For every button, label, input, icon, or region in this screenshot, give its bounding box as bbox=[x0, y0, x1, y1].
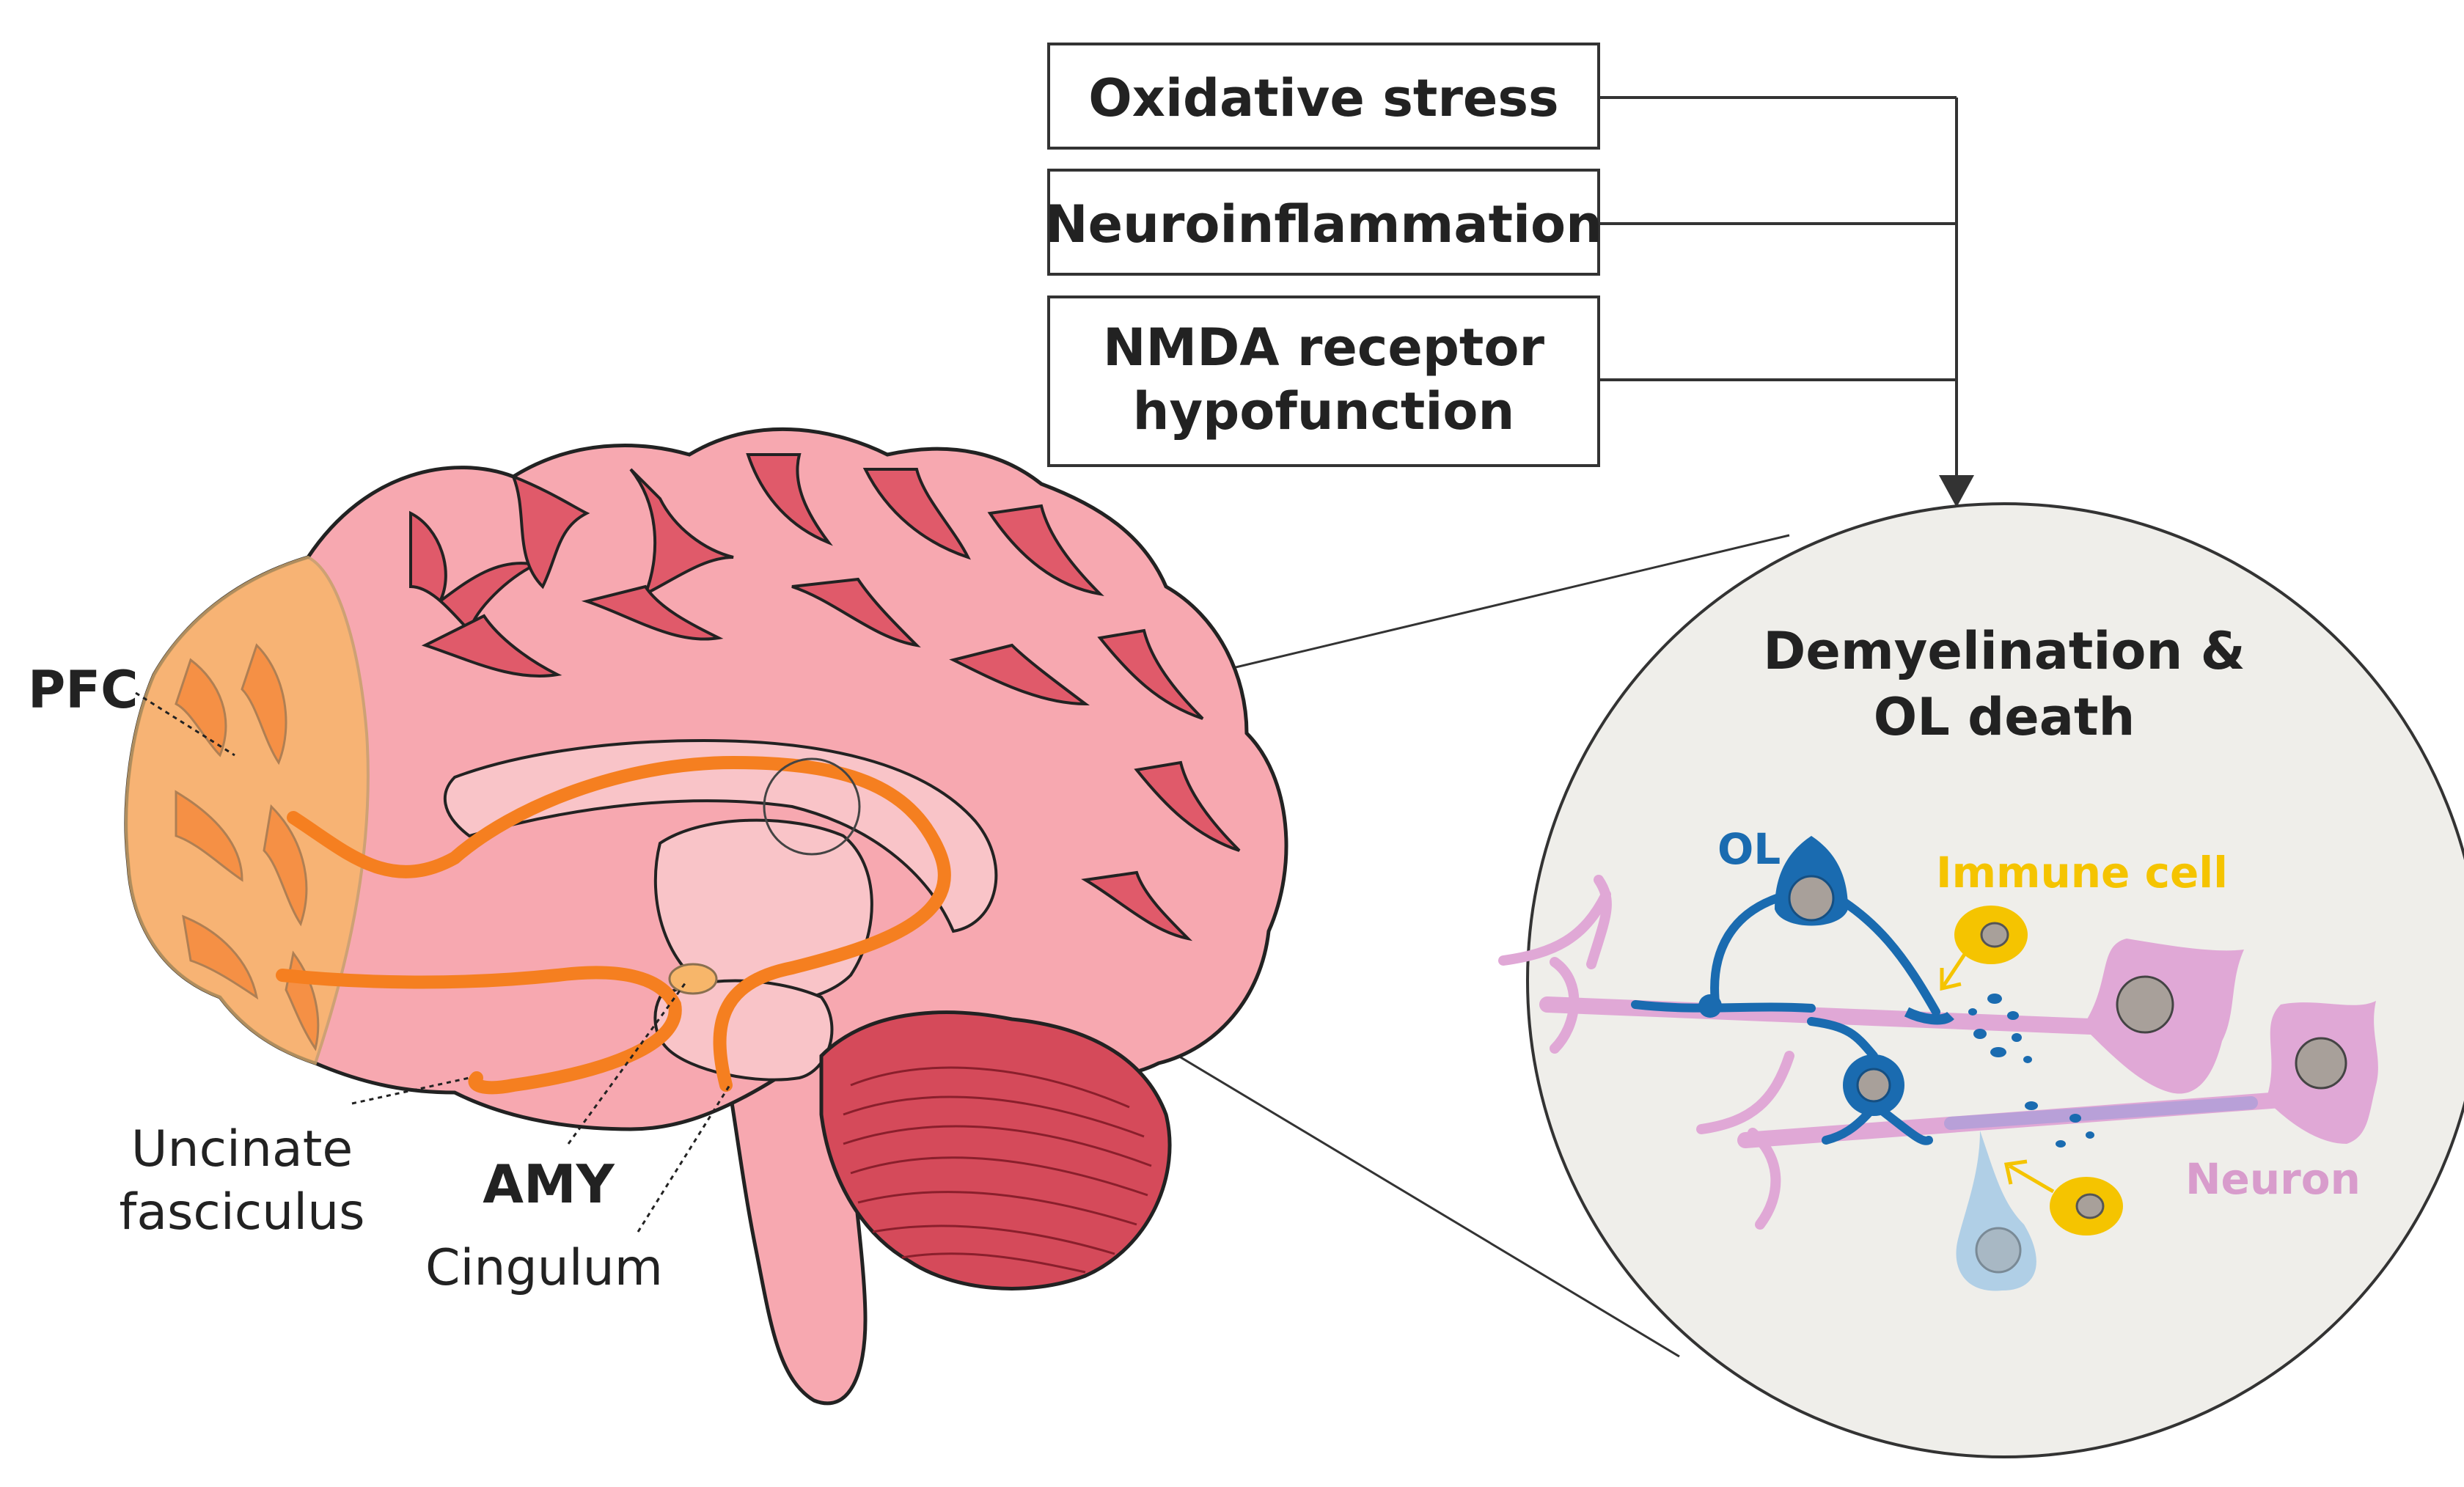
immune-cell-lower bbox=[2003, 1159, 2123, 1236]
immune-cell-upper bbox=[1940, 906, 2028, 991]
neuroinflammation-label: Neuroinflammation bbox=[1045, 194, 1602, 254]
arrow-icon bbox=[1940, 968, 1962, 991]
ol-cell-upper bbox=[1631, 836, 1954, 1025]
brain bbox=[124, 427, 1288, 1406]
immune-cell-label: Immune cell bbox=[1936, 848, 2228, 897]
myelin-debris bbox=[1968, 994, 2094, 1148]
uncinate-label-line1: Uncinate bbox=[131, 1120, 353, 1178]
arrow-head-down-icon bbox=[1939, 475, 1974, 507]
pfc-label: PFC bbox=[28, 660, 139, 720]
neuron-nucleus-lower bbox=[2295, 1037, 2347, 1090]
neuron-label: Neuron bbox=[2185, 1154, 2361, 1204]
demyelinated-axon-segment bbox=[1944, 1096, 2258, 1130]
nmda-label-line1: NMDA receptor bbox=[1103, 317, 1545, 378]
cerebellum bbox=[819, 1010, 1172, 1290]
nmda-box bbox=[1047, 295, 1600, 467]
oxidative-stress-box bbox=[1047, 43, 1600, 150]
cingulum-label: Cingulum bbox=[425, 1239, 663, 1297]
amygdala bbox=[668, 963, 718, 995]
factor-boxes: Oxidative stress Neuroinflammation NMDA … bbox=[1045, 43, 1602, 467]
sulci bbox=[409, 453, 1241, 941]
inset-title-line1: Demyelination & bbox=[1763, 621, 2245, 681]
arrow-icon bbox=[2003, 1159, 2028, 1185]
inset-title-line2: OL death bbox=[1874, 687, 2135, 747]
ol-cell-lower bbox=[1807, 1017, 1933, 1145]
amy-label: AMY bbox=[483, 1153, 615, 1215]
nmda-label-line2: hypofunction bbox=[1133, 381, 1515, 441]
dying-ol-cell bbox=[1956, 1131, 2036, 1291]
factor-connectors bbox=[1599, 96, 1958, 477]
ol-label: OL bbox=[1717, 824, 1781, 874]
neuroinflammation-box bbox=[1047, 169, 1600, 276]
uncinate-tract bbox=[276, 966, 682, 1095]
uncinate-label-line2: fasciculus bbox=[119, 1183, 364, 1241]
oxidative-stress-label: Oxidative stress bbox=[1088, 68, 1558, 128]
neuron-nucleus-upper bbox=[2116, 975, 2174, 1034]
zoom-source-circle bbox=[763, 757, 861, 856]
leader-lines bbox=[135, 691, 731, 1233]
